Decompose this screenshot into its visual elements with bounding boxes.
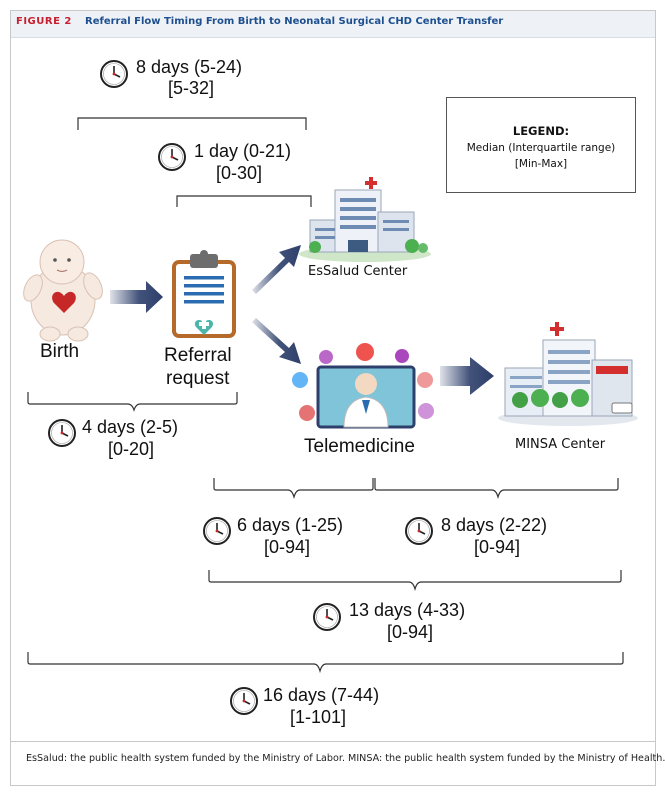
figure-header xyxy=(11,11,655,38)
doctor-icon xyxy=(292,343,434,429)
clock-icon xyxy=(405,517,433,545)
hospital-icon xyxy=(498,322,638,426)
bracket-telemedicine-to-minsa xyxy=(374,478,619,500)
interval-birth-to-minsa-range: [1-101] xyxy=(290,707,347,727)
node-essalud-label: EsSalud Center xyxy=(308,264,408,279)
interval-birth-to-referral-median: 4 days (2-5) xyxy=(82,417,179,437)
node-minsa-label: MINSA Center xyxy=(515,437,606,452)
interval-birth-to-essalud-range: [5-32] xyxy=(168,78,215,98)
legend-line-range: [Min-Max] xyxy=(514,158,568,170)
legend-line-median: Median (Interquartile range) xyxy=(466,142,616,154)
legend-box: LEGEND: Median (Interquartile range) [Mi… xyxy=(446,97,636,193)
arrow-referral-to-essalud xyxy=(252,245,301,294)
figure-frame xyxy=(10,10,656,786)
clipboard-icon xyxy=(172,250,236,338)
clock-icon xyxy=(230,687,258,715)
baby-icon xyxy=(23,239,103,342)
interval-telemedicine-to-minsa-range: [0-94] xyxy=(474,537,521,557)
bracket-birth-to-referral xyxy=(27,392,238,412)
figure-number: FIGURE 2 xyxy=(16,16,72,27)
interval-birth-to-minsa-median: 16 days (7-44) xyxy=(263,685,380,705)
clock-icon xyxy=(100,60,128,88)
interval-birth-to-essalud-median: 8 days (5-24) xyxy=(136,57,243,77)
node-telemedicine-label: Telemedicine xyxy=(304,436,415,457)
clock-icon xyxy=(203,517,231,545)
interval-telemedicine-to-minsa-median: 8 days (2-22) xyxy=(441,515,548,535)
clock-icon xyxy=(313,603,341,631)
clock-icon xyxy=(158,143,186,171)
figure-footnote: EsSalud: the public health system funded… xyxy=(26,753,665,764)
bracket-birth-to-minsa xyxy=(27,652,624,674)
interval-referral-to-essalud-range: [0-30] xyxy=(216,163,263,183)
interval-referral-to-telemedicine-median: 6 days (1-25) xyxy=(237,515,344,535)
node-referral-label-line1: Referral xyxy=(164,345,232,366)
interval-referral-to-minsa-range: [0-94] xyxy=(387,622,434,642)
clock-icon xyxy=(48,419,76,447)
bracket-referral-to-essalud xyxy=(176,195,312,207)
interval-referral-to-telemedicine-range: [0-94] xyxy=(264,537,311,557)
node-referral-label-line2: request xyxy=(166,368,230,389)
bracket-birth-to-essalud xyxy=(77,117,307,130)
footer-divider xyxy=(11,741,655,742)
bracket-referral-to-telemedicine xyxy=(213,478,374,500)
bracket-referral-to-minsa xyxy=(208,570,622,592)
interval-referral-to-essalud-median: 1 day (0-21) xyxy=(194,141,292,161)
arrow-telemedicine-to-minsa xyxy=(440,357,494,395)
arrow-birth-to-referral xyxy=(110,281,163,313)
hospital-icon xyxy=(299,177,431,262)
node-birth-label: Birth xyxy=(40,341,80,362)
arrow-referral-to-telemedicine xyxy=(252,318,301,364)
interval-referral-to-minsa-median: 13 days (4-33) xyxy=(349,600,466,620)
figure-title: Referral Flow Timing From Birth to Neona… xyxy=(85,16,504,27)
legend-title: LEGEND: xyxy=(512,124,570,138)
interval-birth-to-referral-range: [0-20] xyxy=(108,439,155,459)
